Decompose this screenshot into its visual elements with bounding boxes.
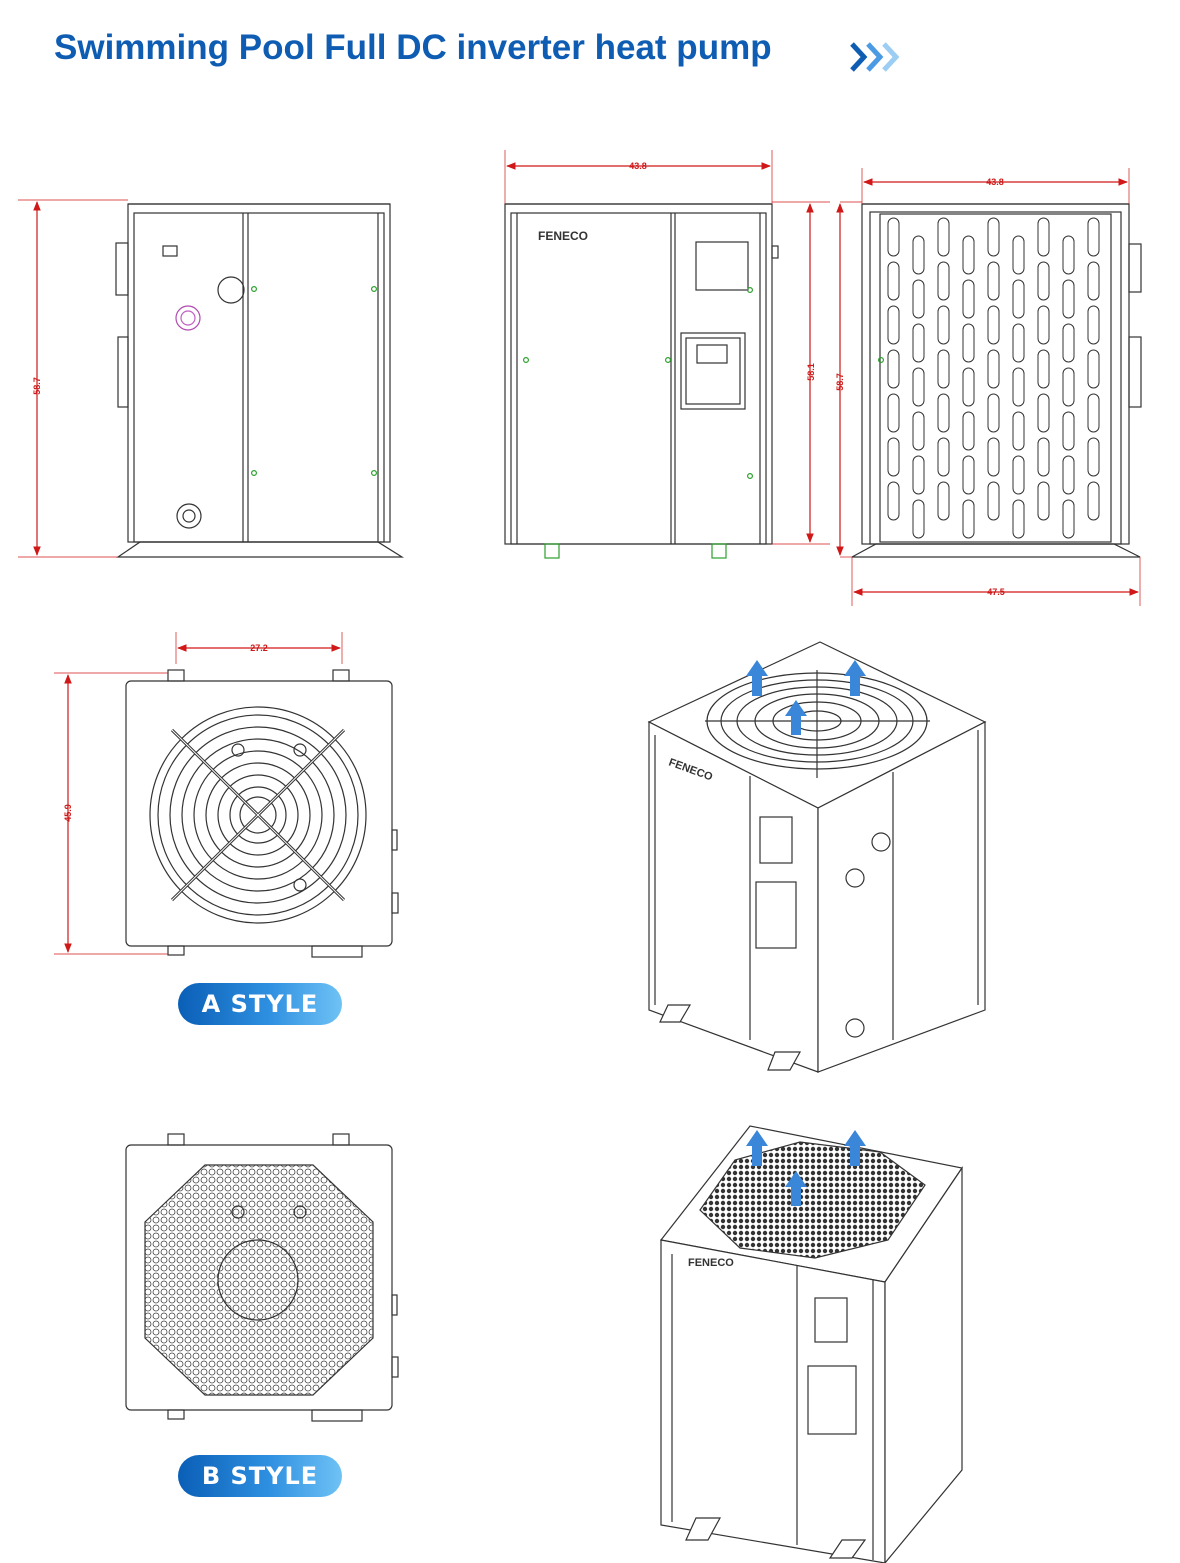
dimension-front-width: 43.8 — [504, 150, 773, 204]
dimension-top-width: 27.2 — [175, 632, 343, 664]
chevron-right-icon — [850, 42, 900, 72]
dimension-side-height: 58.7 — [18, 199, 128, 558]
vent-slot — [1087, 305, 1100, 345]
vent-slot — [937, 305, 950, 345]
vent-slot — [912, 455, 925, 495]
vent-slot — [962, 499, 975, 539]
vent-slot — [912, 411, 925, 451]
vent-slot — [1012, 235, 1025, 275]
isometric-view-a — [647, 641, 987, 1073]
brand-logo-iso-b: FENECO — [688, 1257, 734, 1269]
vent-slot — [962, 323, 975, 363]
vent-slot — [1037, 261, 1050, 301]
vent-slot — [937, 349, 950, 389]
vent-slot — [937, 437, 950, 477]
vent-slot — [987, 261, 1000, 301]
back-vent-slots — [887, 217, 1100, 539]
dimension-label: 45.9 — [63, 804, 73, 822]
vent-slot — [1012, 279, 1025, 319]
vent-slot — [1037, 481, 1050, 521]
front-view — [504, 203, 779, 559]
brand-logo-front: FENECO — [538, 229, 588, 243]
vent-slot — [987, 305, 1000, 345]
dimension-label: 58.7 — [835, 373, 845, 391]
vent-slot — [987, 437, 1000, 477]
vent-slot — [987, 393, 1000, 433]
vent-slot — [1037, 349, 1050, 389]
page-title: Swimming Pool Full DC inverter heat pump — [54, 28, 772, 67]
vent-slot — [912, 499, 925, 539]
vent-slot — [887, 305, 900, 345]
vent-slot — [1037, 217, 1050, 257]
vent-slot — [1087, 349, 1100, 389]
dimension-label: 43.8 — [629, 161, 647, 171]
dimension-label: 47.5 — [987, 587, 1005, 597]
vent-slot — [912, 323, 925, 363]
isometric-view-b — [659, 1125, 964, 1563]
vent-slot — [987, 217, 1000, 257]
vent-slot — [1012, 499, 1025, 539]
vent-slot — [962, 235, 975, 275]
vent-slot — [962, 411, 975, 451]
vent-slot — [1012, 411, 1025, 451]
vent-slot — [962, 455, 975, 495]
vent-slot — [937, 393, 950, 433]
dimension-label: 58.1 — [806, 363, 816, 381]
dimension-label: 58.7 — [32, 377, 42, 395]
vent-slot — [1012, 323, 1025, 363]
vent-slot — [1087, 261, 1100, 301]
dimension-label: 43.8 — [986, 177, 1004, 187]
style-a-badge: A STYLE — [178, 983, 342, 1025]
vent-slot — [962, 367, 975, 407]
vent-slot — [887, 217, 900, 257]
vent-slot — [1062, 279, 1075, 319]
vent-slot — [912, 235, 925, 275]
vent-slot — [937, 481, 950, 521]
vent-slot — [1062, 455, 1075, 495]
dimension-front-height: 58.1 — [772, 201, 830, 545]
dimension-label: 27.2 — [250, 643, 268, 653]
vent-slot — [1037, 393, 1050, 433]
dimension-base-width: 47.5 — [851, 557, 1141, 606]
vent-slot — [1062, 411, 1075, 451]
vent-slot — [912, 367, 925, 407]
vent-slot — [1037, 305, 1050, 345]
vent-slot — [1062, 367, 1075, 407]
vent-slot — [987, 481, 1000, 521]
vent-slot — [887, 481, 900, 521]
vent-slot — [1012, 455, 1025, 495]
dimension-back-height: 58.7 — [835, 201, 862, 558]
vent-slot — [1062, 235, 1075, 275]
vent-slot — [887, 437, 900, 477]
vent-slot — [1087, 217, 1100, 257]
side-view — [115, 203, 405, 558]
back-view — [851, 203, 1142, 558]
vent-slot — [1087, 481, 1100, 521]
top-view-b — [125, 1133, 399, 1422]
vent-slot — [887, 261, 900, 301]
dimension-back-width: 43.8 — [861, 168, 1130, 204]
airflow-arrows-a — [746, 660, 866, 735]
vent-slot — [1087, 393, 1100, 433]
top-view-a — [125, 669, 399, 958]
vent-slot — [1062, 499, 1075, 539]
dimension-top-depth: 45.9 — [54, 672, 168, 955]
vent-slot — [887, 393, 900, 433]
style-b-badge: B STYLE — [178, 1455, 342, 1497]
vent-slot — [962, 279, 975, 319]
vent-slot — [937, 261, 950, 301]
vent-slot — [937, 217, 950, 257]
vent-slot — [1012, 367, 1025, 407]
vent-slot — [1062, 323, 1075, 363]
vent-slot — [987, 349, 1000, 389]
vent-slot — [912, 279, 925, 319]
vent-slot — [1087, 437, 1100, 477]
airflow-arrows-b — [746, 1130, 866, 1206]
vent-slot — [1037, 437, 1050, 477]
vent-slot — [887, 349, 900, 389]
